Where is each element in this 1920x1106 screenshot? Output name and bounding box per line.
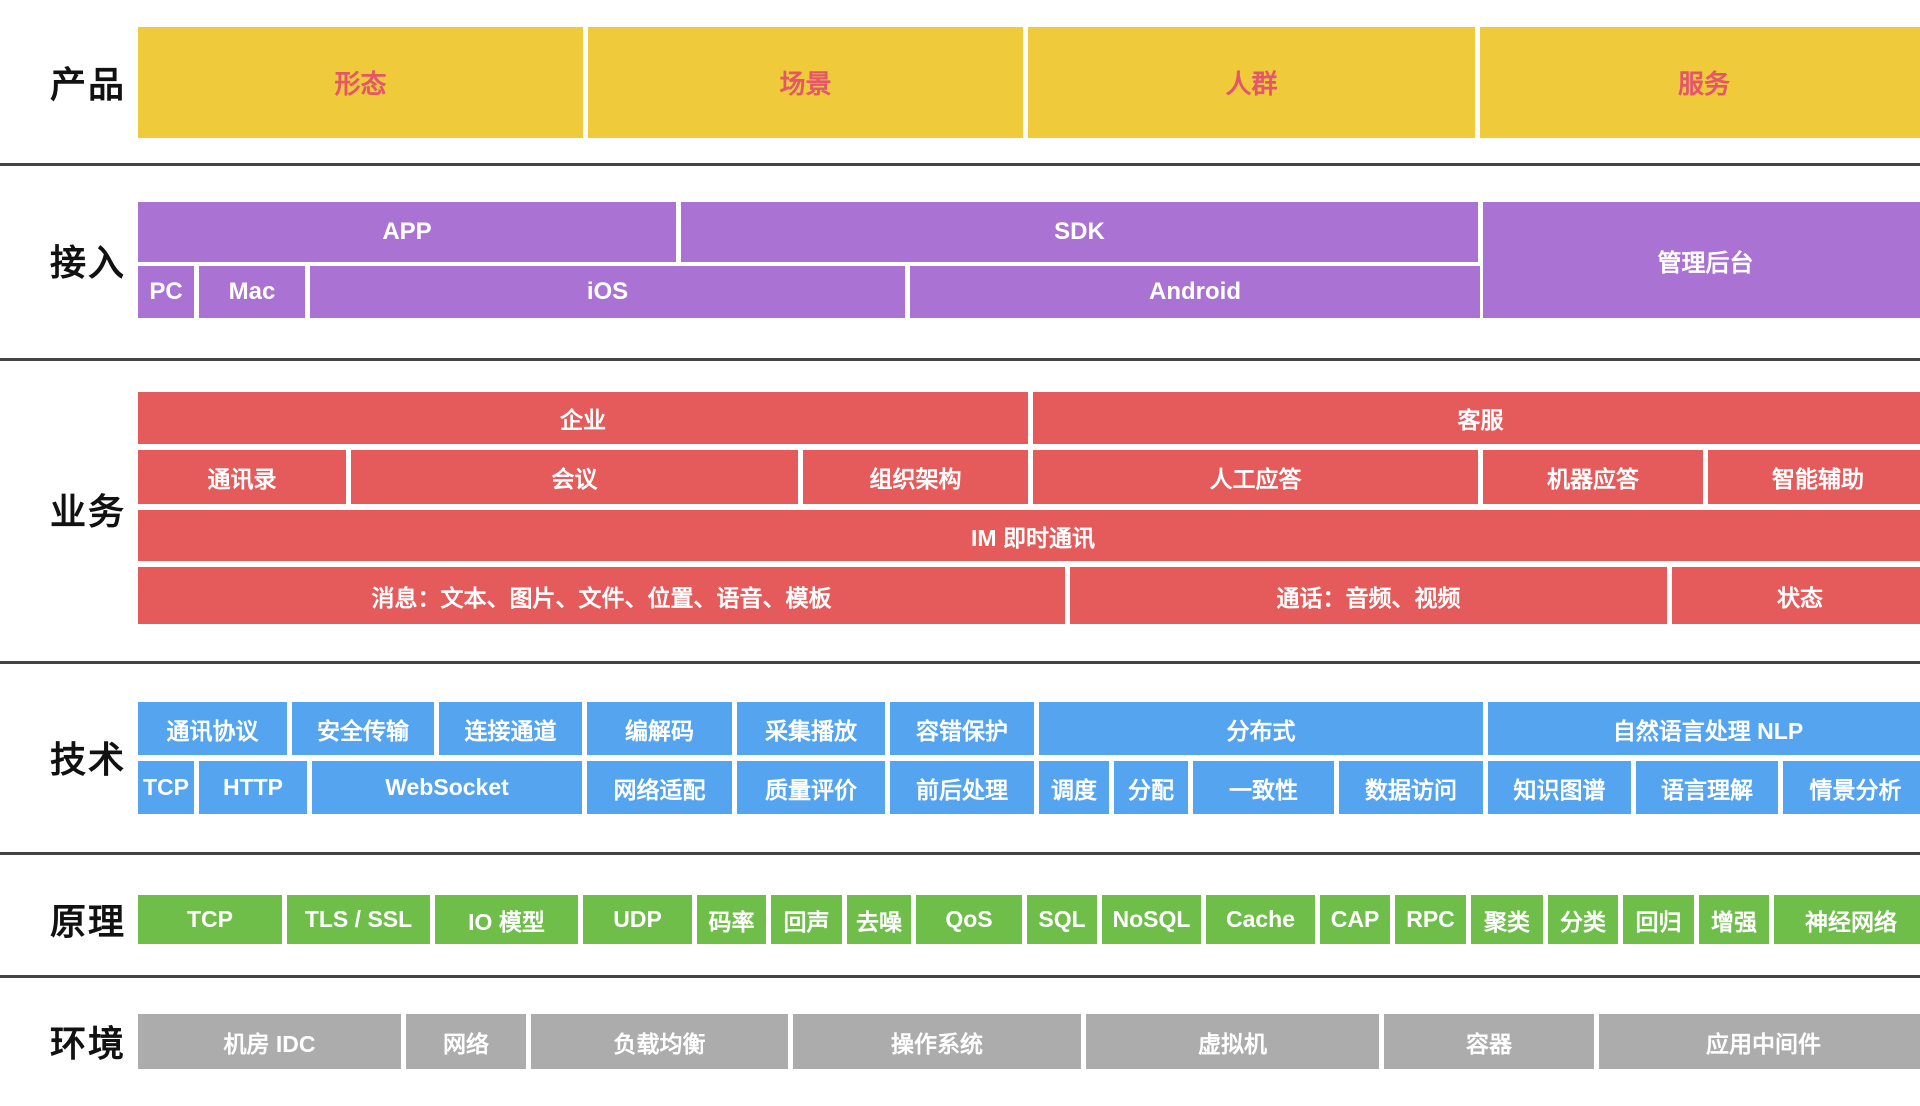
cell-tech: 通讯协议	[138, 702, 287, 755]
cell-principle: 增强	[1699, 895, 1769, 944]
cell-principle: NoSQL	[1102, 895, 1201, 944]
cell-access: Mac	[199, 266, 305, 318]
cell-principle: QoS	[916, 895, 1022, 944]
cell-environment: 操作系统	[793, 1014, 1081, 1069]
band-label-access: 接入	[49, 242, 126, 283]
cell-environment: 应用中间件	[1599, 1014, 1920, 1069]
cell-environment: 虚拟机	[1086, 1014, 1379, 1069]
cell-tech: 前后处理	[890, 761, 1034, 814]
cell-business: 组织架构	[803, 450, 1028, 504]
cell-business: 消息：文本、图片、文件、位置、语音、模板	[138, 567, 1065, 624]
cell-principle: 回声	[771, 895, 842, 944]
band-row-tech: 通讯协议安全传输连接通道编解码采集播放容错保护分布式自然语言处理 NLP	[138, 702, 1920, 755]
cell-business: 机器应答	[1483, 450, 1703, 504]
band-row-business: 通讯录会议组织架构人工应答机器应答智能辅助	[138, 450, 1920, 504]
cell-tech: 容错保护	[890, 702, 1034, 755]
cell-tech: 知识图谱	[1488, 761, 1631, 814]
cell-access: Android	[910, 266, 1480, 318]
cell-principle: UDP	[583, 895, 692, 944]
cell-tech: 情景分析	[1783, 761, 1920, 814]
band-label-product: 产品	[49, 64, 126, 105]
cell-product: 服务	[1480, 27, 1920, 138]
cell-tech: 编解码	[587, 702, 732, 755]
cell-tech: 网络适配	[587, 761, 732, 814]
cell-access: APP	[138, 202, 676, 262]
cell-principle: TLS / SSL	[287, 895, 430, 944]
cell-access: 管理后台	[1483, 202, 1920, 318]
section-divider	[0, 163, 1920, 166]
cell-tech: 数据访问	[1339, 761, 1483, 814]
cell-tech: 自然语言处理 NLP	[1488, 702, 1920, 755]
cell-tech: TCP	[138, 761, 194, 814]
cell-principle: 聚类	[1471, 895, 1543, 944]
cell-business: IM 即时通讯	[138, 510, 1920, 561]
cell-business: 会议	[351, 450, 798, 504]
cell-principle: 回归	[1623, 895, 1694, 944]
cell-principle: Cache	[1206, 895, 1315, 944]
cell-principle: 去噪	[847, 895, 911, 944]
cell-business: 智能辅助	[1708, 450, 1920, 504]
band-row-business: IM 即时通讯	[138, 510, 1920, 561]
cell-environment: 网络	[406, 1014, 526, 1069]
cell-business: 人工应答	[1033, 450, 1478, 504]
cell-environment: 机房 IDC	[138, 1014, 401, 1069]
cell-tech: 分布式	[1039, 702, 1483, 755]
cell-business: 通话：音频、视频	[1070, 567, 1667, 624]
cell-principle: CAP	[1320, 895, 1390, 944]
cell-principle: TCP	[138, 895, 282, 944]
cell-product: 形态	[138, 27, 583, 138]
section-divider	[0, 661, 1920, 664]
band-row-business: 消息：文本、图片、文件、位置、语音、模板通话：音频、视频状态	[138, 567, 1920, 624]
cell-principle: RPC	[1395, 895, 1466, 944]
cell-access: SDK	[681, 202, 1478, 262]
band-label-principle: 原理	[49, 901, 126, 942]
cell-business: 企业	[138, 392, 1028, 444]
band-row-product: 形态场景人群服务	[138, 27, 1920, 138]
cell-tech: 语言理解	[1636, 761, 1778, 814]
cell-tech: 采集播放	[737, 702, 885, 755]
cell-product: 场景	[588, 27, 1023, 138]
cell-tech: HTTP	[199, 761, 307, 814]
band-label-environment: 环境	[49, 1023, 126, 1064]
band-label-business: 业务	[49, 491, 126, 532]
cell-principle: IO 模型	[435, 895, 578, 944]
cell-tech: WebSocket	[312, 761, 582, 814]
cell-access: iOS	[310, 266, 905, 318]
cell-principle: 神经网络	[1774, 895, 1920, 944]
cell-tech: 质量评价	[737, 761, 885, 814]
cell-environment: 容器	[1384, 1014, 1594, 1069]
cell-principle: SQL	[1027, 895, 1097, 944]
band-label-tech: 技术	[49, 739, 126, 780]
band-row-business: 企业客服	[138, 392, 1920, 444]
cell-tech: 安全传输	[292, 702, 434, 755]
cell-business: 状态	[1672, 567, 1920, 624]
cell-tech: 连接通道	[439, 702, 582, 755]
cell-business: 通讯录	[138, 450, 346, 504]
cell-tech: 一致性	[1193, 761, 1334, 814]
section-divider	[0, 975, 1920, 978]
cell-principle: 码率	[697, 895, 766, 944]
cell-business: 客服	[1033, 392, 1920, 444]
section-divider	[0, 852, 1920, 855]
cell-environment: 负载均衡	[531, 1014, 788, 1069]
cell-tech: 调度	[1039, 761, 1109, 814]
cell-principle: 分类	[1548, 895, 1618, 944]
cell-access: PC	[138, 266, 194, 318]
section-divider	[0, 358, 1920, 361]
cell-product: 人群	[1028, 27, 1475, 138]
cell-tech: 分配	[1114, 761, 1188, 814]
